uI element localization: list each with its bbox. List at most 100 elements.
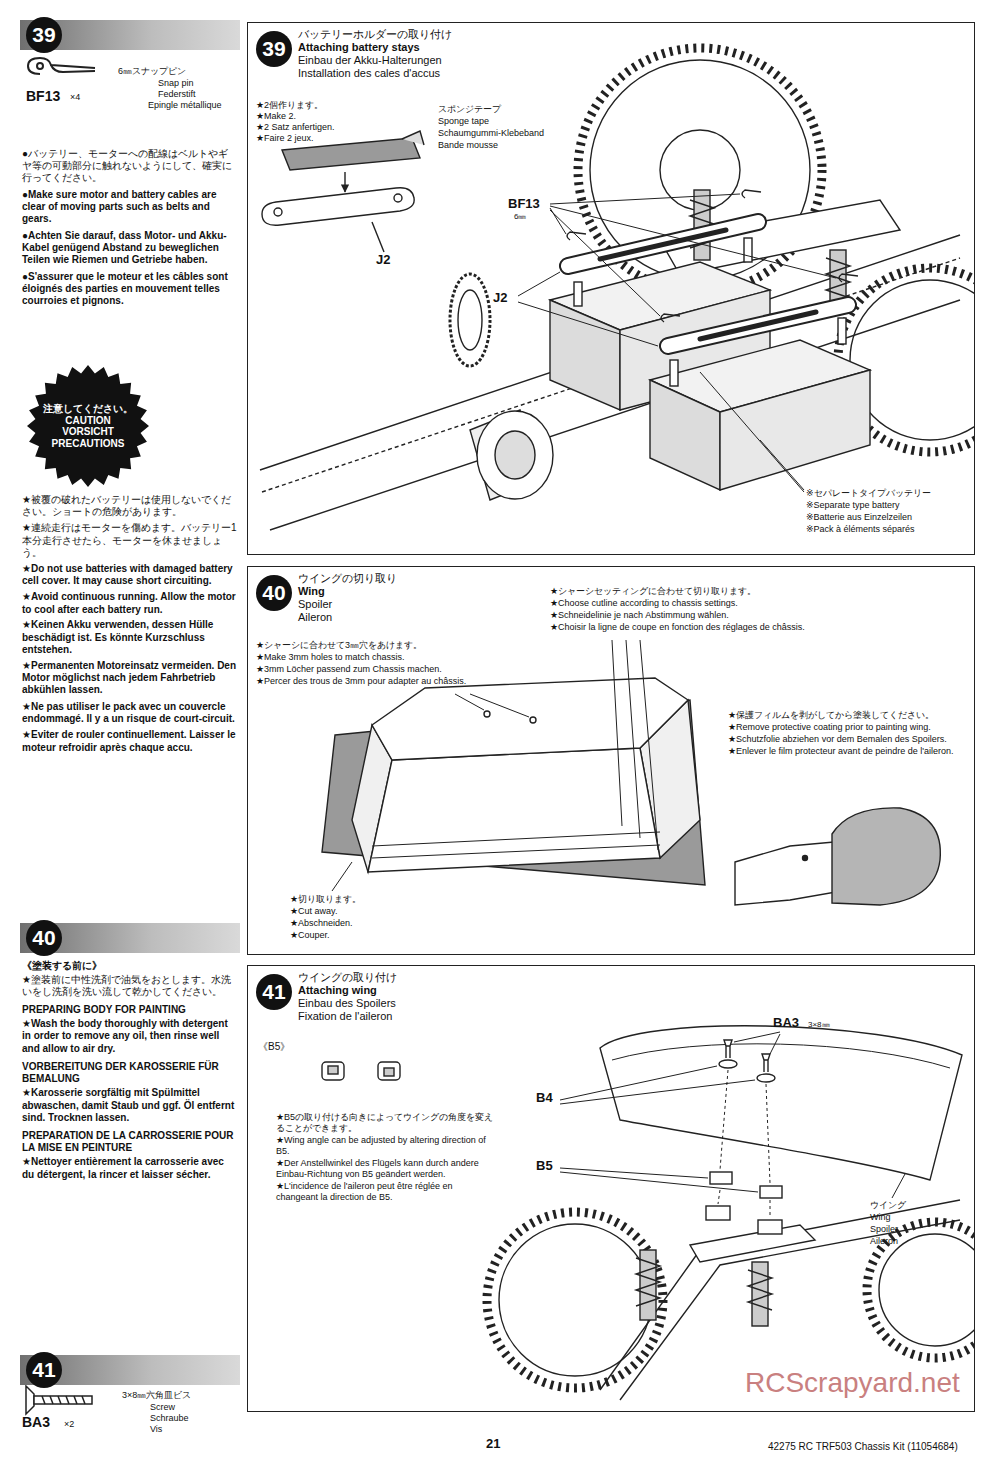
instruction-note: ★B5の取り付ける向きによってウイングの角度を変えることができます。: [276, 1112, 496, 1134]
step-title: ウイングの取り付けAttaching wingEinbau des Spoile…: [298, 971, 397, 1023]
battery-stay-drawing: [574, 282, 582, 306]
body-shell-drawing: [455, 694, 484, 710]
wing-mount-drawing: [690, 1225, 815, 1262]
step-number: 40: [26, 920, 62, 956]
part-code: B5: [536, 1158, 553, 1174]
battery-stay-drawing: [700, 372, 804, 492]
step-title: ウイングの切り取りWingSpoilerAileron: [298, 572, 397, 624]
instruction-note: ★Choisir la ligne de coupe en fonction d…: [550, 622, 805, 633]
instruction-note: ●バッテリー、モーターへの配線はベルトやギヤ等の可動部分に触れないようにして、確…: [22, 148, 237, 185]
battery-stay-drawing: [262, 188, 414, 226]
part-name: 3×8㎜六角皿ビス: [122, 1390, 191, 1401]
step-title-line: Wing: [298, 585, 397, 598]
wing-mount-drawing: [560, 1172, 758, 1192]
wing-mount-drawing: [706, 1206, 730, 1220]
wing-mount-drawing: [762, 1054, 770, 1072]
wing-mount-drawing: [748, 1270, 772, 1310]
part-code: BA3: [773, 1015, 799, 1031]
instruction-note: ★Abschneiden.: [290, 918, 353, 929]
snap-pin-icon: [28, 58, 95, 74]
wing-mount-drawing: [322, 1026, 974, 1400]
wing-mount-drawing: [612, 1044, 950, 1068]
step-title-line: Installation des cales d'accus: [298, 67, 452, 80]
wing-mount-drawing: [758, 1220, 782, 1234]
wing-mount-drawing: [724, 1040, 732, 1058]
instruction-note: ★切り取ります。: [290, 894, 361, 905]
instruction-note: ★Couper.: [290, 930, 330, 941]
part-name: Bande mousse: [438, 140, 498, 151]
instruction-note: ★Make 2.: [256, 111, 296, 122]
body-shell-drawing: [484, 711, 490, 717]
step-number: 39: [256, 31, 292, 67]
part-name: ウイング: [870, 1200, 906, 1211]
body-shell-drawing: [612, 640, 622, 826]
wing-mount-drawing: [892, 1174, 905, 1198]
battery-stay-drawing: [760, 440, 804, 490]
instruction-note: ★Make 3mm holes to match chassis.: [256, 652, 405, 663]
battery-stay-drawing: [402, 131, 424, 145]
instruction-note: ●S'assurer que le moteur et les câbles s…: [22, 271, 237, 308]
wing-mount-drawing: [719, 1060, 737, 1068]
instruction-note: ★保護フィルムを剥がしてから塗装してください。: [728, 710, 968, 721]
quantity: ×4: [70, 92, 80, 103]
battery-stay-drawing: [670, 360, 678, 386]
step-number-bar: 41: [20, 1355, 240, 1385]
body-shell-drawing: [372, 832, 660, 858]
body-shell-drawing: [626, 640, 640, 838]
caution-word: CAUTION: [65, 415, 111, 427]
battery-stay-drawing: [274, 208, 282, 216]
caution-text: 注意してください。CAUTIONVORSICHTPRECAUTIONS: [26, 364, 150, 488]
wing-mount-drawing: [867, 1222, 974, 1358]
part-name: Sponge tape: [438, 116, 489, 127]
part-name: スポンジテープ: [438, 104, 501, 115]
step-number: 41: [26, 1352, 62, 1388]
battery-stay-drawing: [668, 305, 848, 346]
step-title-line: Fixation de l'aileron: [298, 1010, 397, 1023]
part-code: J2: [376, 252, 390, 268]
page-number: 21: [486, 1436, 500, 1452]
body-shell-drawing: [470, 694, 529, 717]
body-shell-drawing: [372, 678, 688, 760]
battery-stay-drawing: [839, 274, 858, 282]
battery-stay-drawing: [578, 48, 822, 292]
instruction-note: ★Enlever le film protecteur avant de pei…: [728, 746, 968, 757]
wing-mount-drawing: [322, 1062, 344, 1080]
wing-mount-drawing: [636, 1258, 660, 1306]
snap-pin-icon: [28, 58, 95, 74]
caution-word: 注意してください。: [43, 403, 133, 415]
wing-mount-drawing: [378, 1062, 400, 1080]
caution-note: ★Ne pas utiliser le pack avec un couverc…: [22, 701, 237, 725]
wing-mount-drawing: [384, 1068, 394, 1076]
caution-badge: 注意してください。CAUTIONVORSICHTPRECAUTIONS: [26, 364, 150, 488]
wing-mount-drawing: [710, 1172, 732, 1184]
battery-stay-drawing: [744, 238, 752, 262]
battery-stay-drawing: [394, 194, 402, 202]
step-number: 41: [256, 974, 292, 1010]
battery-stay-drawing: [262, 258, 960, 492]
part-name: Federstift: [158, 89, 196, 100]
step-title: バッテリーホルダーの取り付けAttaching battery staysEin…: [298, 28, 452, 80]
step-title-line: Attaching wing: [298, 984, 397, 997]
caution-note: ★Avoid continuous running. Allow the mot…: [22, 591, 237, 615]
screw-icon: [34, 1396, 92, 1404]
instruction-note: ★Remove protective coating prior to pain…: [728, 722, 968, 733]
instruction-note: ★3mm Löcher passend zum Chassis machen.: [256, 664, 442, 675]
caution-note: ★Keinen Akku verwenden, dessen Hülle bes…: [22, 619, 237, 656]
screw-icon: [26, 1386, 34, 1414]
step-title-line: Einbau der Akku-Halterungen: [298, 54, 452, 67]
step-title-line: Einbau des Spoilers: [298, 997, 397, 1010]
instruction-note: ※Separate type battery: [806, 500, 900, 511]
wing-mount-drawing: [499, 1224, 651, 1376]
callout-label: 《B5》: [258, 1041, 290, 1053]
part-name: Vis: [150, 1424, 162, 1435]
instruction-note: ★シャーシに合わせて3㎜穴をあけます。: [256, 640, 422, 651]
battery-stay-drawing: [550, 300, 620, 410]
battery-stay-drawing: [458, 290, 482, 350]
instruction-note: ●Make sure motor and battery cables are …: [22, 189, 237, 226]
battery-stay-drawing: [372, 222, 384, 252]
instruction-note: ●Achten Sie darauf, dass Motor- und Akku…: [22, 230, 237, 267]
step-panel: 39バッテリーホルダーの取り付けAttaching battery staysE…: [247, 22, 975, 555]
part-name: 6㎜スナップピン: [118, 66, 186, 77]
section-heading: PREPARATION DE LA CARROSSERIE POUR LA MI…: [22, 1130, 237, 1154]
snap-pin-icon: [37, 63, 43, 69]
